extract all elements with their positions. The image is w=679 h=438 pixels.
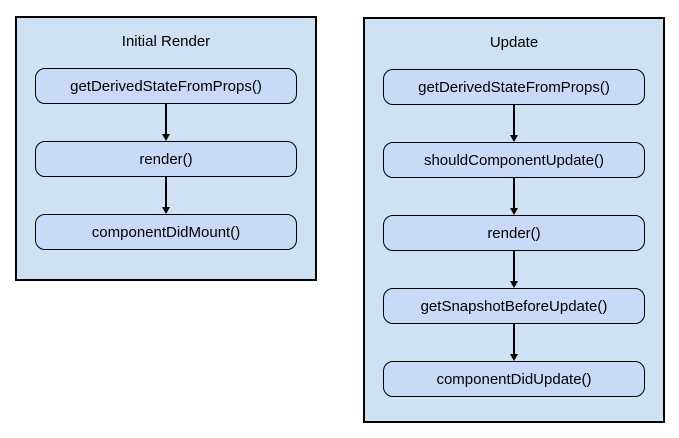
flow-arrow-down-icon xyxy=(365,105,663,142)
lifecycle-method-node: getDerivedStateFromProps() xyxy=(35,68,297,104)
initial-render-flow-container: Initial Render getDerivedStateFromProps(… xyxy=(15,16,317,281)
flow-arrow-down-icon xyxy=(365,178,663,215)
arrow-shaft xyxy=(513,105,515,136)
arrow-head xyxy=(510,135,518,142)
arrow-head xyxy=(510,208,518,215)
arrow-shaft xyxy=(513,324,515,355)
update-flow-steps: getDerivedStateFromProps() shouldComponen… xyxy=(365,69,663,397)
initial-render-flow-steps: getDerivedStateFromProps() render() compon… xyxy=(17,68,315,250)
update-flow-title: Update xyxy=(489,34,539,51)
flow-arrow-down-icon xyxy=(17,104,315,141)
arrow-head xyxy=(162,207,170,214)
arrow-head xyxy=(510,354,518,361)
lifecycle-method-node: getDerivedStateFromProps() xyxy=(383,69,645,105)
arrow-shaft xyxy=(513,178,515,209)
flow-arrow-down-icon xyxy=(17,177,315,214)
initial-render-flow-title: Initial Render xyxy=(121,33,211,50)
arrow-shaft xyxy=(513,251,515,282)
arrow-head xyxy=(162,134,170,141)
lifecycle-method-node: render() xyxy=(35,141,297,177)
lifecycle-method-node: componentDidMount() xyxy=(35,214,297,250)
lifecycle-method-node: getSnapshotBeforeUpdate() xyxy=(383,288,645,324)
arrow-shaft xyxy=(165,177,167,208)
arrow-shaft xyxy=(165,104,167,135)
update-flow-container: Update getDerivedStateFromProps() shouldC… xyxy=(363,17,665,423)
arrow-head xyxy=(510,281,518,288)
lifecycle-method-node: shouldComponentUpdate() xyxy=(383,142,645,178)
lifecycle-method-node: render() xyxy=(383,215,645,251)
lifecycle-method-node: componentDidUpdate() xyxy=(383,361,645,397)
flow-arrow-down-icon xyxy=(365,251,663,288)
flow-arrow-down-icon xyxy=(365,324,663,361)
